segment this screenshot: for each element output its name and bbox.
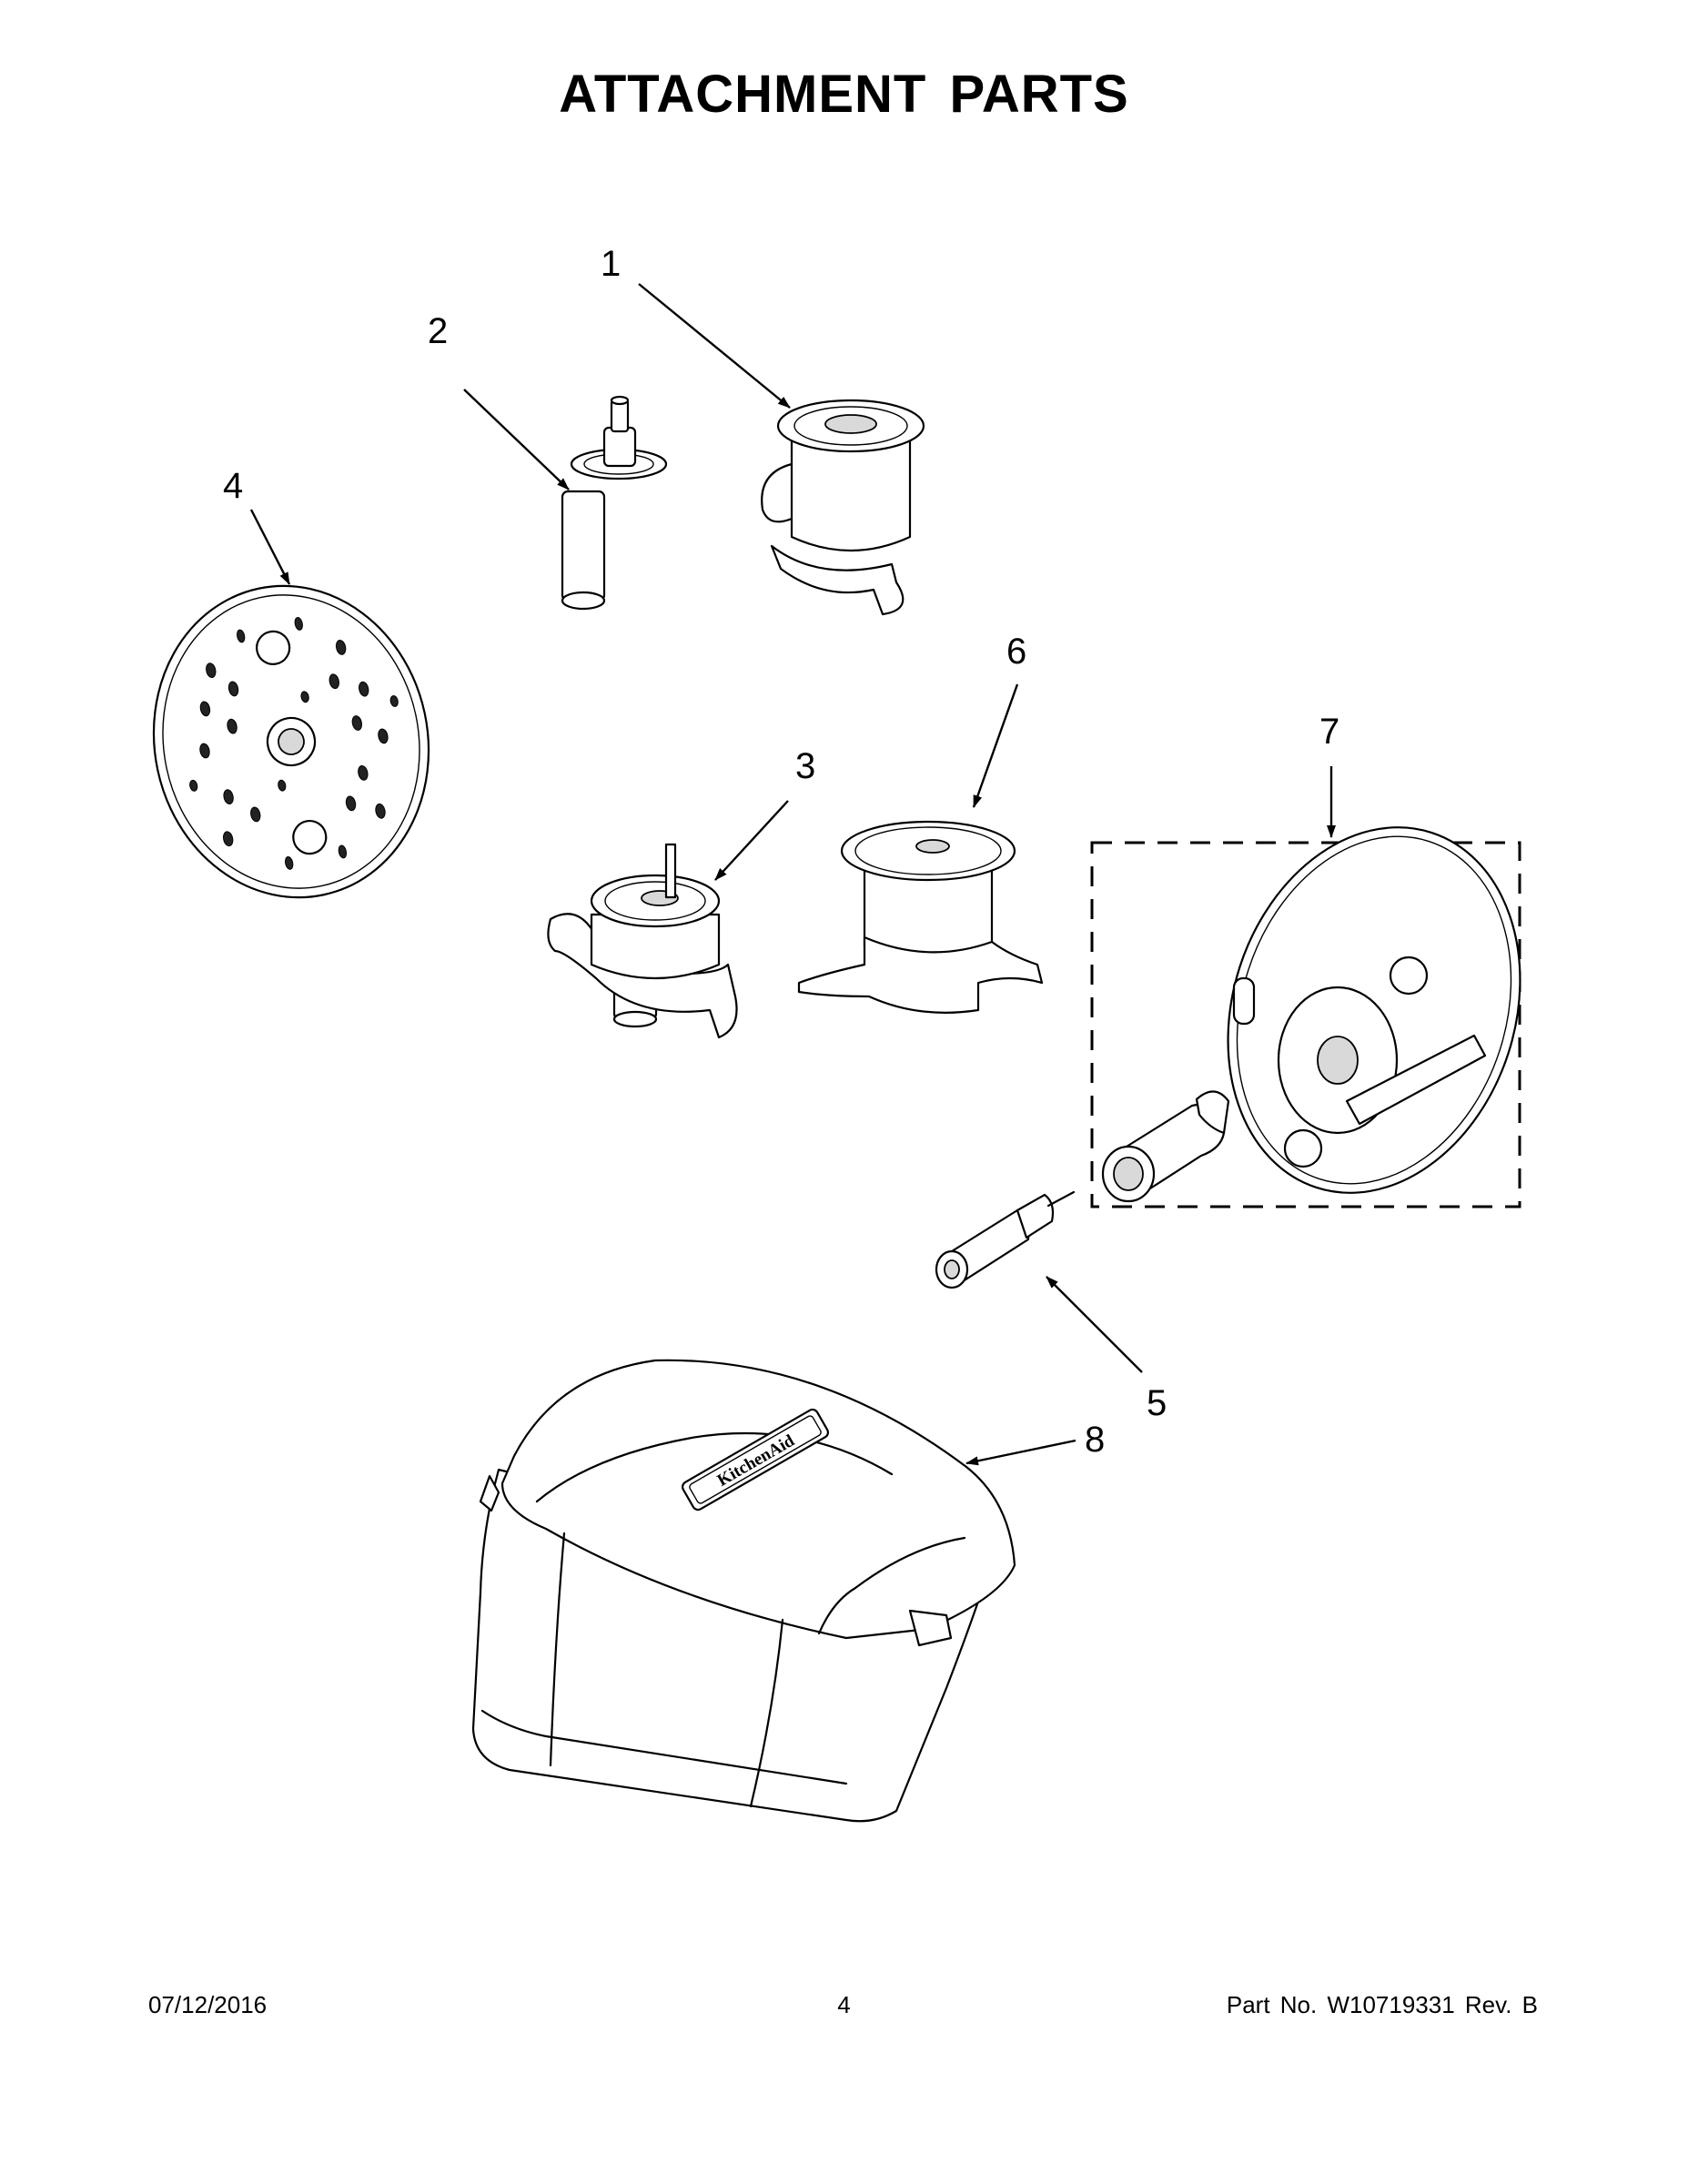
callout-3: 3 <box>795 746 816 786</box>
leader-arrow-2 <box>463 389 570 490</box>
shredding-disc-icon <box>152 584 430 899</box>
leader-arrow-6 <box>972 683 1019 808</box>
callout-7: 7 <box>1319 712 1340 752</box>
page-title: ATTACHMENT PARTS <box>559 65 1129 124</box>
footer-page-number: 4 <box>837 1991 851 2018</box>
callout-5: 5 <box>1147 1383 1167 1423</box>
multipurpose-blade-icon <box>547 843 738 1039</box>
leader-arrow-3 <box>714 800 789 881</box>
adjustable-slicing-disc-kit-icon <box>1090 826 1521 1208</box>
footer-part-number: Part No. W10719331 Rev. B <box>1226 1991 1538 2018</box>
callout-6: 6 <box>1006 632 1027 672</box>
leader-arrow-4 <box>249 509 291 585</box>
leader-arrow-1 <box>638 283 791 409</box>
footer-date: 07/12/2016 <box>148 1991 268 2018</box>
callout-1: 1 <box>601 244 622 284</box>
storage-case-icon: KitchenAid <box>471 1359 1016 1823</box>
callout-8: 8 <box>1085 1420 1106 1460</box>
mini-bowl-blade-icon <box>761 399 925 616</box>
drive-adapter-shaft-icon <box>561 395 668 611</box>
leader-arrow-5 <box>1046 1276 1143 1373</box>
callout-4: 4 <box>223 466 244 506</box>
leader-arrow-8 <box>965 1439 1076 1466</box>
adapter-stem-icon <box>935 1190 1076 1289</box>
callout-2: 2 <box>428 311 449 351</box>
dough-blade-icon <box>797 820 1044 1014</box>
